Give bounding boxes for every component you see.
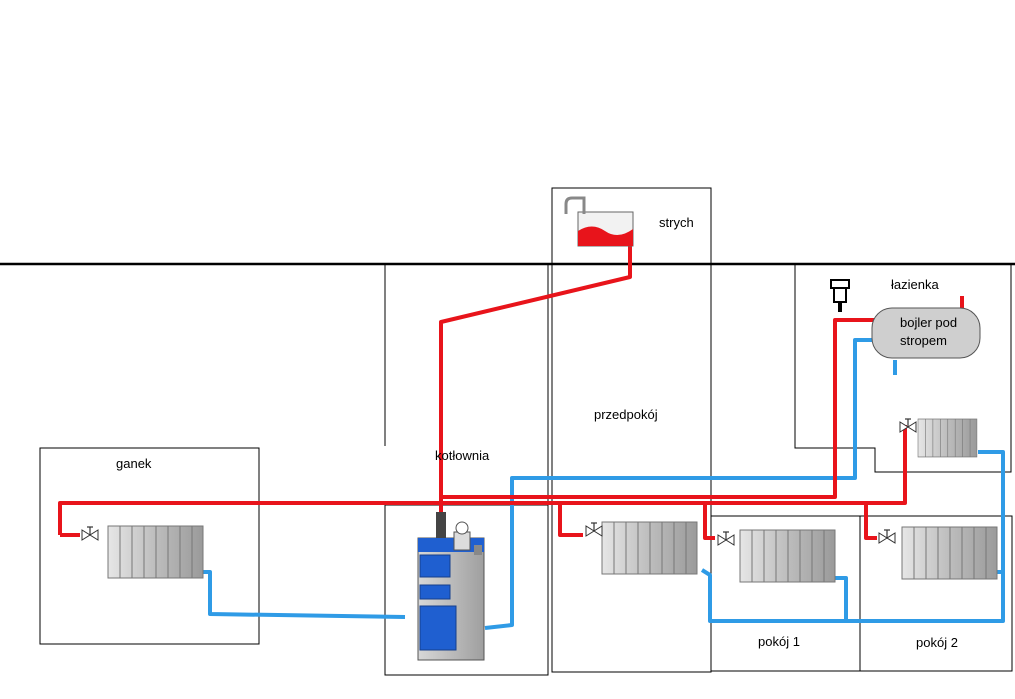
bojler-label-line1: bojler pod [900,315,957,330]
valve-icon-przedpokoj [585,522,603,537]
radiator-icon-przedpokoj [601,521,698,575]
label-ganek: ganek [116,456,152,471]
room-ganek [39,447,260,645]
supply-pipes [58,245,964,540]
valve-icon-pokoj1 [717,531,735,546]
label-lazienka: łazienka [891,277,939,292]
label-strych: strych [659,215,694,230]
room-strych-przedpokoj [551,187,712,673]
radiator-icon-pokoj2 [901,526,998,580]
return-pipes [200,338,1005,630]
label-pokoj1: pokój 1 [758,634,800,649]
valve-icon-ganek [81,526,99,541]
radiator-icon-pokoj1 [739,529,836,583]
valve-icon-lazienka [899,418,917,433]
solid-fuel-boiler-icon [417,512,485,661]
valve-icon-pokoj2 [878,529,896,544]
label-przedpokoj: przedpokój [594,407,658,422]
radiator-icon-lazienka [917,418,978,458]
room-lazienka [794,264,1012,473]
water-heater-icon: bojler pod stropem [871,307,981,359]
bojler-label-line2: stropem [900,333,947,348]
room-outlines [39,187,1013,676]
safety-valve-icon [830,279,850,312]
label-pokoj2: pokój 2 [916,635,958,650]
radiator-icon-ganek [107,525,204,579]
label-kotlownia: kotłownia [435,448,490,463]
room-pokoj2 [859,515,1013,672]
expansion-tank-icon [564,196,634,247]
